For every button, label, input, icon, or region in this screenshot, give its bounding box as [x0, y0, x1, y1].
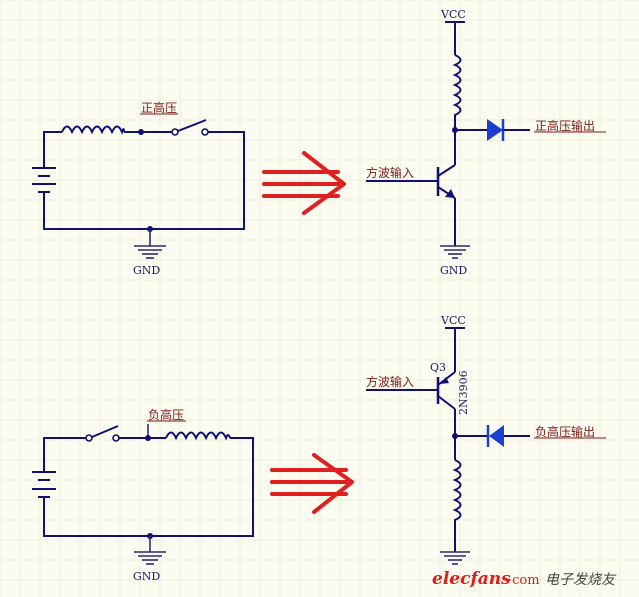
switch-contact — [112, 434, 120, 442]
bottom-left-wires — [43, 437, 254, 537]
gnd-label: GND — [440, 264, 467, 277]
gnd-symbol — [440, 245, 470, 259]
watermark-logo: elecfans ·com 电子发烧友 — [432, 569, 617, 589]
switch-contact — [85, 434, 93, 442]
top-left-wires — [43, 131, 245, 230]
switch-label: 正高压 — [141, 100, 177, 115]
inductor — [452, 459, 462, 552]
switch-label: 负高压 — [148, 407, 184, 422]
battery — [32, 167, 56, 199]
bottom-right-circuit: VCC Q3 2N3906 方波输入 负高压输出 — [366, 314, 606, 565]
gnd-label: GND — [133, 570, 160, 583]
watermark-cn: 电子发烧友 — [545, 572, 617, 588]
transform-arrow — [270, 453, 354, 514]
input-label: 方波输入 — [366, 165, 414, 180]
gnd-symbol — [134, 536, 166, 565]
npn-transistor — [366, 140, 456, 246]
switch-blade — [91, 425, 119, 438]
gnd-symbol — [440, 551, 470, 565]
vcc-symbol — [445, 327, 465, 372]
designator-label: Q3 — [430, 361, 446, 374]
inductor — [165, 431, 231, 441]
top-left-circuit: 正高压 GND — [32, 100, 245, 277]
top-right-circuit: VCC 正高压输出 方波输入 — [366, 8, 606, 277]
vcc-label: VCC — [440, 314, 466, 327]
switch-blade — [177, 119, 207, 132]
vcc-symbol — [445, 21, 465, 55]
input-label: 方波输入 — [366, 374, 414, 389]
battery — [32, 471, 56, 505]
diode — [487, 119, 530, 141]
watermark-brand: elecfans — [432, 569, 511, 589]
switch-contact — [201, 128, 209, 136]
inductor — [61, 125, 125, 135]
watermark-suffix: ·com — [508, 573, 540, 588]
part-number-label: 2N3906 — [457, 370, 470, 415]
junction — [138, 129, 144, 135]
diode — [486, 425, 530, 447]
gnd-label: GND — [133, 264, 160, 277]
vcc-label: VCC — [440, 8, 466, 21]
transform-arrow — [262, 151, 346, 215]
switch-contact — [171, 128, 179, 136]
inductor — [452, 54, 462, 140]
output-label: 负高压输出 — [535, 424, 595, 439]
bottom-left-circuit: 负高压 GND — [32, 407, 254, 583]
output-label: 正高压输出 — [535, 118, 595, 133]
gnd-symbol — [134, 229, 166, 259]
